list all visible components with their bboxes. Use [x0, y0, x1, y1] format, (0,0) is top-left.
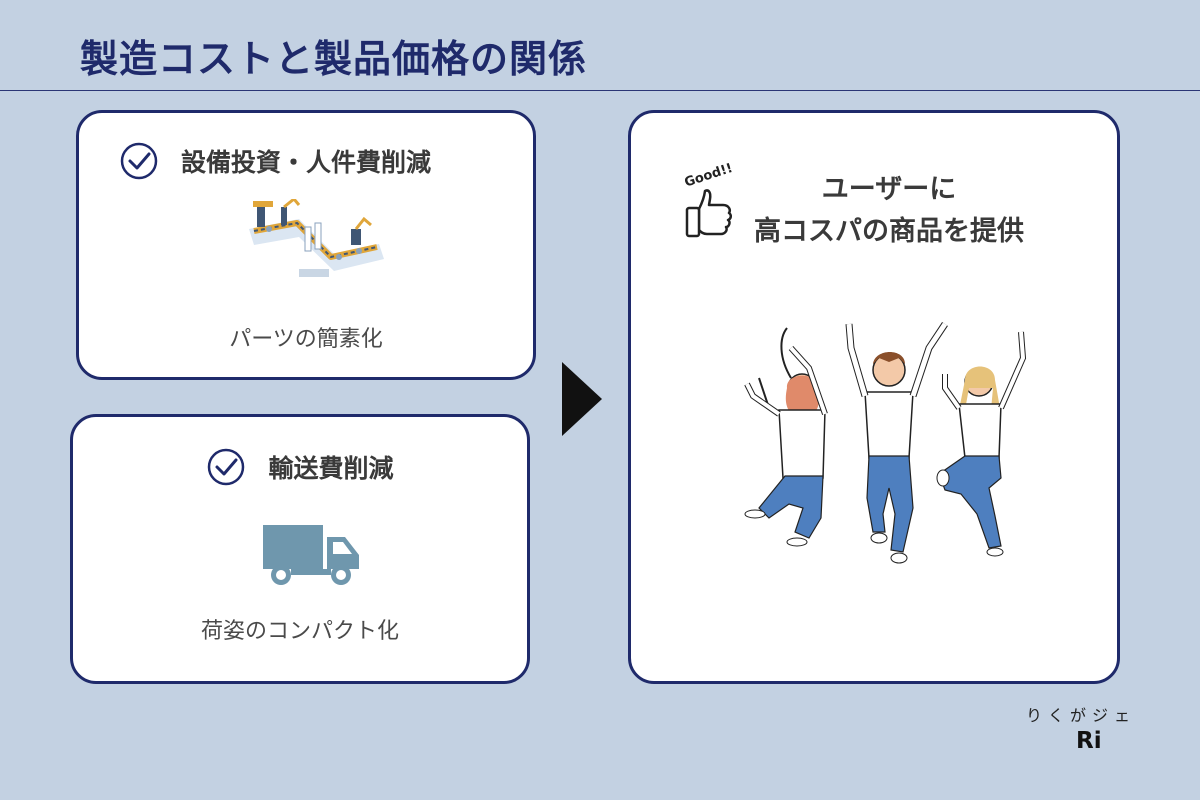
shipping-card-caption: 荷姿のコンパクト化 — [200, 619, 399, 644]
jumping-people-illustration — [744, 322, 1027, 564]
person-center-icon — [845, 322, 948, 564]
result-heading-line1: ユーザーに — [821, 174, 957, 205]
title-divider — [0, 90, 1200, 91]
shipping-card: 輸送費削減 荷姿のコンパクト化 — [70, 414, 530, 684]
brand-logo-mark: Ri — [1076, 728, 1102, 754]
result-heading-line2: 高コスパの商品を提供 — [754, 216, 1024, 247]
shipping-card-heading: 輸送費削減 — [268, 454, 394, 483]
page-title: 製造コストと製品価格の関係 — [80, 37, 588, 81]
equipment-card-heading: 設備投資・人件費削減 — [181, 148, 432, 177]
equipment-card: 設備投資・人件費削減 パーツの簡素化 — [76, 110, 536, 380]
result-heading: ユーザーに 高コスパの商品を提供 — [631, 169, 1117, 253]
truck-icon — [263, 525, 359, 585]
shipping-card-header: 輸送費削減 — [73, 447, 527, 487]
equipment-card-header: 設備投資・人件費削減 — [79, 141, 533, 181]
equipment-card-caption: パーツの簡素化 — [229, 327, 383, 352]
check-circle-icon — [208, 448, 245, 486]
person-right-icon — [936, 331, 1027, 557]
thumbs-up-icon: Good!! — [683, 161, 735, 238]
check-circle-icon — [120, 142, 158, 180]
arrow-right-icon — [562, 362, 602, 436]
brand-logo-kana: りくがジェ — [1026, 706, 1137, 725]
factory-conveyor-icon — [249, 199, 384, 277]
person-left-icon — [744, 327, 828, 547]
result-card: Good!! ユーザーに 高コスパの商品を提供 — [628, 110, 1120, 684]
